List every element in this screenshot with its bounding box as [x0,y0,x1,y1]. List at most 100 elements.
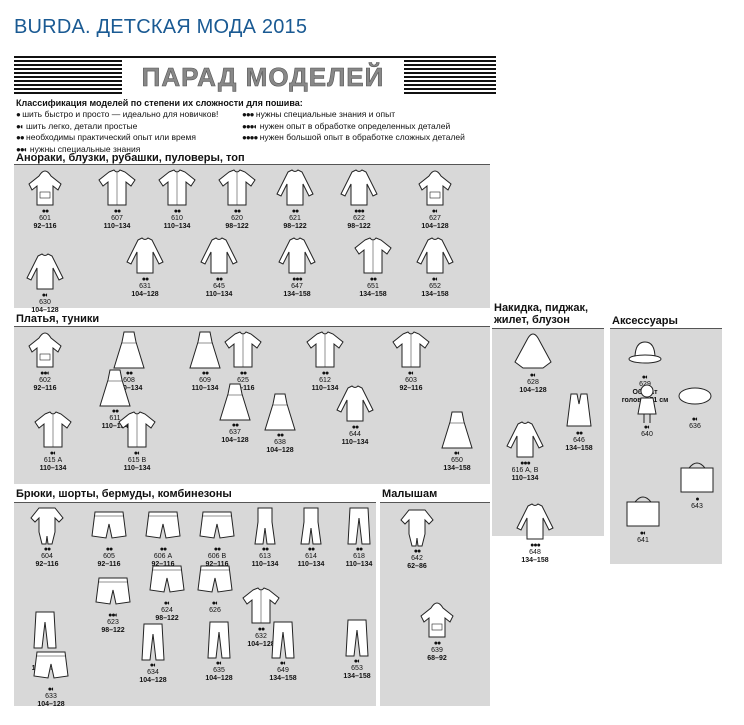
difficulty-dots: ●◐ [353,658,361,665]
model-number: 608 [123,377,135,384]
model-number: 612 [319,377,331,384]
model-size: 110–134 [191,385,219,392]
difficulty-dots: ●● [215,276,223,283]
difficulty-dots: ●●● [530,542,541,549]
difficulty-dots: ●● [173,208,181,215]
panel-tops [14,164,490,308]
model-size: 104–128 [421,223,449,230]
model-number: 632 [255,633,267,640]
garment-sketch [397,508,437,548]
garment-sketch [199,620,239,660]
model-number: 630 [39,299,51,306]
garment-sketch [25,168,65,208]
model-size: 110–134 [101,423,129,430]
model-size: 98–122 [347,223,371,230]
model-size: 134–158 [283,291,311,298]
model-number: 629 [639,381,651,388]
model-number: 622 [353,215,365,222]
model-size: 92–116 [151,561,175,568]
garment-sketch [505,420,545,460]
model-643: ●643 [672,456,722,511]
garment-sketch [223,330,263,370]
model-number: 644 [349,431,361,438]
garment-sketch [33,410,73,450]
garment-sketch [143,506,183,546]
difficulty-dots: ●◐ [49,450,57,457]
model-number: 635 [213,667,225,674]
garment-sketch [437,410,477,450]
legend-right: ●●● нужны специальные знания и опыт ●●●◐… [242,109,465,144]
garment-sketch [623,490,663,530]
garment-sketch [25,610,65,650]
difficulty-dots: ●◐ [431,208,439,215]
garment-sketch [675,376,715,416]
difficulty-dots: ●● [239,370,247,377]
difficulty-dots: ●● [231,422,239,429]
model-number: 615 В [127,457,147,464]
model-number: 646 [573,437,585,444]
model-number: 634 [147,669,159,676]
difficulty-dots: ●◐ [211,600,219,607]
model-636: ●◐636 [670,376,720,431]
model-size: 92–116 [399,385,423,392]
model-number: 620 [231,215,243,222]
model-size: 92–116 [231,385,255,392]
difficulty-dots: ●● [433,640,441,647]
difficulty-dots: ●●● [292,276,303,283]
difficulty-dots: ●●● [520,460,531,467]
garment-sketch [625,334,665,374]
garment-sketch [215,382,255,422]
model-number: 631 [139,283,151,290]
garment-sketch [93,572,133,612]
model-number: 645 [213,283,225,290]
model-size: 104–128 [247,641,275,648]
difficulty-dots: ●◐ [431,276,439,283]
garment-sketch [277,236,317,276]
garment-sketch [157,168,197,208]
model-number: 603 [405,377,417,384]
page-title: BURDA. ДЕТСКАЯ МОДА 2015 [14,16,308,38]
model-number: 621 [289,215,301,222]
model-number: 601 [39,215,51,222]
garment-sketch [415,236,455,276]
model-size: 110–134 [115,385,143,392]
model-number: 602 [39,377,51,384]
model-number: 616 А, В [511,467,539,474]
model-size: 134–158 [565,445,593,452]
legend-title: Классификация моделей по степени их слож… [16,98,303,108]
model-number: 652 [429,283,441,290]
difficulty-dots: ●● [213,546,221,553]
difficulty-dots: ●◐ [215,660,223,667]
difficulty-dots: ●● [257,626,265,633]
model-number: 628 [527,379,539,386]
model-size: 104–128 [31,307,59,314]
garment-sketch [339,506,379,546]
model-number: 606 А [153,553,173,560]
difficulty-dots: ●● [355,546,363,553]
difficulty-dots: ●● [321,370,329,377]
model-number: 648 [529,549,541,556]
model-number: 653 [351,665,363,672]
model-number: 606 В [207,553,227,560]
model-size: 98–122 [225,223,249,230]
garment-sketch [117,410,157,450]
